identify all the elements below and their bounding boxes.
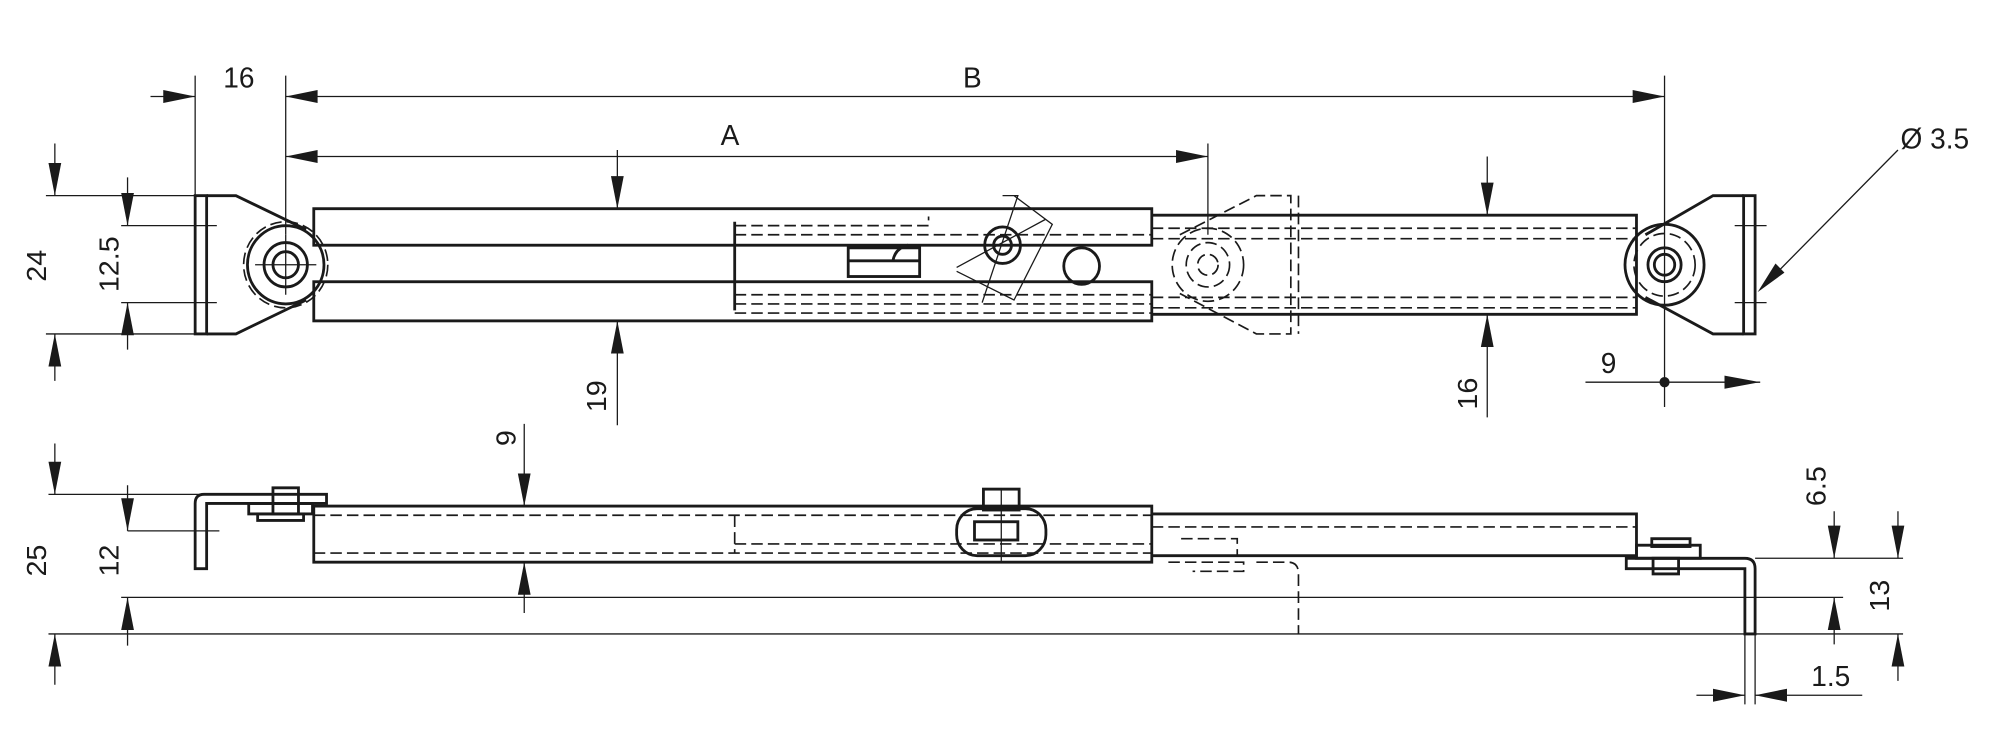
dim-12: 12 (94, 545, 126, 577)
right-bracket (1623, 194, 1767, 336)
side-outer-bar (312, 487, 1154, 564)
dim-1-5: 1.5 (1811, 661, 1850, 693)
dim-16-height: 16 (1452, 378, 1484, 410)
top-view: 16 B A 24 12.5 19 16 9 Ø 3.5 (21, 62, 1970, 426)
side-inner-bar (1151, 512, 1638, 634)
dim-25: 25 (21, 545, 53, 577)
inner-sliding-bar (1151, 194, 1638, 335)
dimension-lines-side (48, 423, 1905, 705)
side-left-bracket (127, 486, 328, 571)
dim-19: 19 (581, 380, 613, 412)
dim-24: 24 (21, 250, 53, 282)
dim-9-side: 9 (491, 430, 523, 446)
dim-6-5: 6.5 (1801, 466, 1833, 506)
dim-16-width: 16 (223, 62, 254, 94)
dim-B: B (963, 62, 982, 94)
dim-12-5: 12.5 (94, 236, 126, 292)
dim-A: A (721, 120, 740, 152)
dim-9-top: 9 (1601, 348, 1617, 380)
outer-channel-bar (312, 195, 1154, 323)
left-bracket (193, 194, 329, 336)
side-view: 9 25 12 6.5 13 1.5 (21, 423, 1905, 705)
dimension-lines-top (45, 75, 1899, 426)
side-right-bracket (1624, 537, 1757, 636)
dim-13: 13 (1864, 580, 1896, 612)
dim-diameter: Ø 3.5 (1901, 123, 1970, 155)
